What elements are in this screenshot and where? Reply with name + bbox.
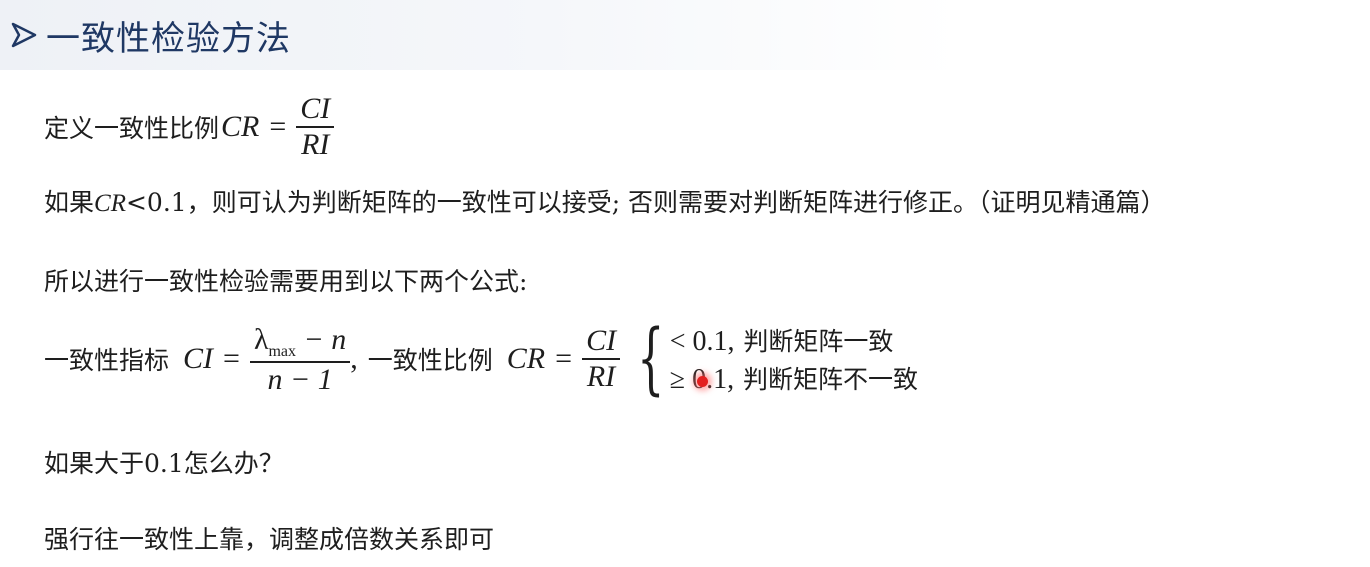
definition-fraction: CI RI: [296, 92, 335, 162]
ci-numerator: λmax − n: [249, 322, 351, 363]
cr-numerator: CI: [582, 324, 621, 360]
cr-cases: { < 0.1, 判断矩阵一致 ≥ 0.1, 判断矩阵不一致: [626, 320, 918, 398]
cr-lhs: CR: [506, 342, 546, 375]
ci-denominator: n − 1: [267, 362, 333, 396]
cr-equals: =: [555, 342, 573, 375]
condition-var: CR: [94, 190, 126, 217]
slide-title-row: 一致性检验方法: [10, 12, 291, 59]
slide-title: 一致性检验方法: [46, 18, 291, 59]
case-comma: ,: [727, 326, 735, 357]
answer-line: 强行往一致性上靠，调整成倍数关系即可: [44, 520, 494, 556]
question-line: 如果大于0.1怎么办？: [44, 444, 284, 480]
cr-denominator: RI: [586, 360, 616, 393]
definition-prefix: 定义一致性比例: [44, 114, 220, 143]
cr-label: 一致性比例: [367, 346, 493, 375]
case-condition: < 0.1: [669, 326, 728, 357]
intro-line: 所以进行一致性检验需要用到以下两个公式:: [44, 262, 527, 298]
ci-label: 一致性指标: [44, 346, 170, 375]
condition-text: 则可认为判断矩阵的一致性可以接受; 否则需要对判断矩阵进行修正。（证明见精通篇）: [211, 188, 1166, 217]
laser-pointer-dot: [697, 376, 708, 387]
condition-prefix: 如果: [44, 188, 95, 217]
case-desc: 判断矩阵不一致: [742, 365, 918, 394]
definition-line: 定义一致性比例 CR = CI RI: [44, 92, 335, 162]
condition-threshold: <0.1，: [125, 188, 212, 217]
ci-numerator-rest: − n: [296, 322, 347, 356]
case-item-consistent: < 0.1, 判断矩阵一致: [670, 322, 918, 358]
ci-lhs: CI: [183, 342, 214, 375]
condition-line: 如果CR<0.1，则可认为判断矩阵的一致性可以接受; 否则需要对判断矩阵进行修正…: [44, 183, 1166, 219]
case-comma: ,: [727, 364, 735, 395]
formulas-line: 一致性指标 CI = λmax − n n − 1 , 一致性比例 CR = C…: [44, 320, 918, 398]
ci-lambda: λ: [253, 322, 269, 356]
title-band: [0, 0, 1370, 70]
cases-brace: {: [637, 314, 665, 404]
definition-lhs: CR: [221, 110, 260, 143]
arrowhead-bullet-icon: [11, 22, 37, 48]
case-desc: 判断矩阵一致: [743, 327, 894, 356]
cr-fraction: CI RI: [582, 324, 621, 394]
answer-text: 强行往一致性上靠，调整成倍数关系即可: [44, 525, 495, 554]
ci-lambda-sub: max: [268, 342, 297, 360]
definition-numerator: CI: [296, 92, 335, 128]
formula-separator: ,: [350, 342, 358, 375]
definition-equals: =: [269, 110, 287, 143]
question-text: 如果大于0.1怎么办？: [44, 449, 284, 478]
ci-equals: =: [223, 342, 240, 375]
cases-list: < 0.1, 判断矩阵一致 ≥ 0.1, 判断矩阵不一致: [670, 322, 918, 396]
definition-denominator: RI: [301, 128, 330, 161]
ci-fraction: λmax − n n − 1: [249, 322, 351, 397]
intro-text: 所以进行一致性检验需要用到以下两个公式:: [44, 267, 528, 296]
